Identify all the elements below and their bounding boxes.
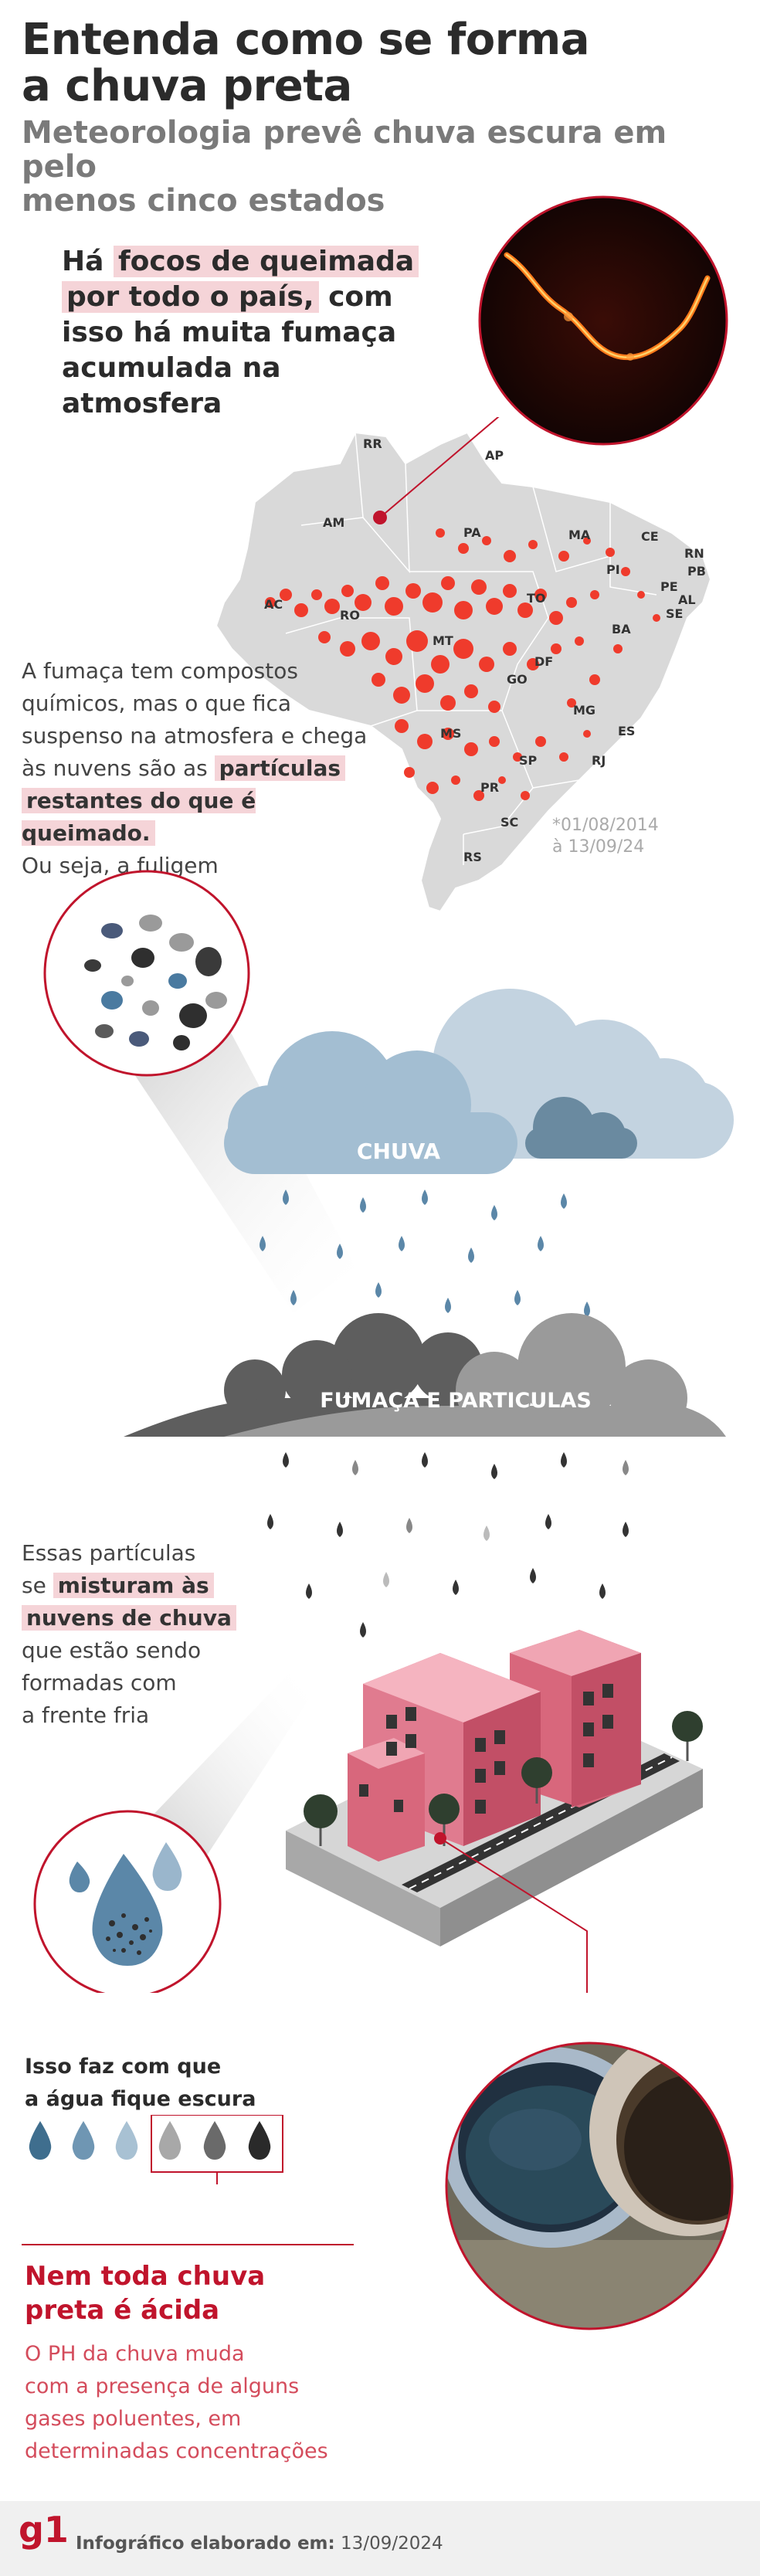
dark-rain-drops xyxy=(267,1452,629,1638)
state-label: BA xyxy=(612,622,631,636)
footer xyxy=(0,2501,760,2576)
highlight-particles: partículas xyxy=(214,755,346,781)
highlight-rain-clouds: nuvens de chuva xyxy=(22,1605,236,1631)
state-label: TO xyxy=(527,591,546,606)
city-illustration xyxy=(286,1630,703,1993)
fire-photo xyxy=(478,195,728,446)
highlight-burned: restantes do que é queimado. xyxy=(22,788,256,846)
state-label: PE xyxy=(660,579,678,594)
brazil-fire-map: RR AP AM PA MA CE RN PB PI PE AL SE AC R… xyxy=(215,417,712,913)
state-label: SC xyxy=(500,815,518,830)
acid-explanation: O PH da chuva muda com a presença de alg… xyxy=(25,2342,328,2463)
map-date-range-2: à 13/09/24 xyxy=(552,837,644,857)
highlight-fires: focos de queimada xyxy=(113,246,419,277)
footer-credit: Infográfico elaborado em: 13/09/2024 xyxy=(76,2534,443,2554)
state-label: MG xyxy=(573,703,595,718)
page-title: Entenda como se forma a chuva preta xyxy=(22,15,590,111)
state-label: PI xyxy=(606,562,620,577)
state-label: SP xyxy=(519,753,538,768)
state-label: ES xyxy=(618,724,635,738)
credit-date: 13/09/2024 xyxy=(341,2534,443,2554)
state-label: RR xyxy=(363,436,382,451)
state-label: RJ xyxy=(592,753,606,768)
smoke-explanation: A fumaça tem compostos químicos, mas o q… xyxy=(22,658,368,878)
state-label: AC xyxy=(264,597,283,612)
buckets-photo xyxy=(445,2041,734,2330)
highlight-country: por todo o país, xyxy=(62,281,319,313)
map-date-range-1: *01/08/2014 xyxy=(552,816,659,835)
highlight-mix: misturam às xyxy=(53,1573,214,1598)
state-label: RN xyxy=(684,546,704,561)
state-label: RO xyxy=(340,608,360,623)
fires-statement: Há focos de queimada por todo o país, co… xyxy=(62,244,433,422)
smoke-cloud: FUMAÇA E PARTICULAS xyxy=(124,1313,726,1437)
state-label: DF xyxy=(534,654,553,669)
page-subtitle: Meteorologia prevê chuva escura em pelo … xyxy=(22,115,667,219)
state-label: MA xyxy=(568,528,591,542)
credit-label: Infográfico elaborado em: xyxy=(76,2534,335,2554)
state-label: MT xyxy=(433,633,453,648)
divider-line xyxy=(22,2244,354,2245)
state-label: RS xyxy=(463,850,482,864)
particles-zoom xyxy=(43,870,355,1313)
acid-heading: Nem toda chuva preta é ácida xyxy=(25,2261,266,2326)
state-label: AL xyxy=(678,592,696,607)
rain-cloud-label: CHUVA xyxy=(357,1139,440,1164)
state-label: AM xyxy=(323,515,344,530)
state-label: PA xyxy=(463,525,481,540)
g1-logo: g1 xyxy=(19,2509,69,2551)
drop-darkness-scale xyxy=(29,2115,283,2184)
state-label: PB xyxy=(687,564,706,579)
state-label: SE xyxy=(666,606,683,621)
state-label: MS xyxy=(440,726,461,741)
blue-rain-drops xyxy=(260,1190,590,1317)
state-label: CE xyxy=(641,529,659,544)
mix-explanation: Essas partículas se misturam às nuvens d… xyxy=(22,1537,253,1732)
state-label: GO xyxy=(507,672,528,687)
smoke-cloud-label: FUMAÇA E PARTICULAS xyxy=(320,1389,592,1413)
state-label: AP xyxy=(485,448,504,463)
rain-cloud: CHUVA xyxy=(224,989,734,1174)
dark-water-text: Isso faz com que a água fique escura xyxy=(25,2055,256,2111)
drop-zoom xyxy=(33,1668,309,1993)
state-label: PR xyxy=(480,780,499,795)
